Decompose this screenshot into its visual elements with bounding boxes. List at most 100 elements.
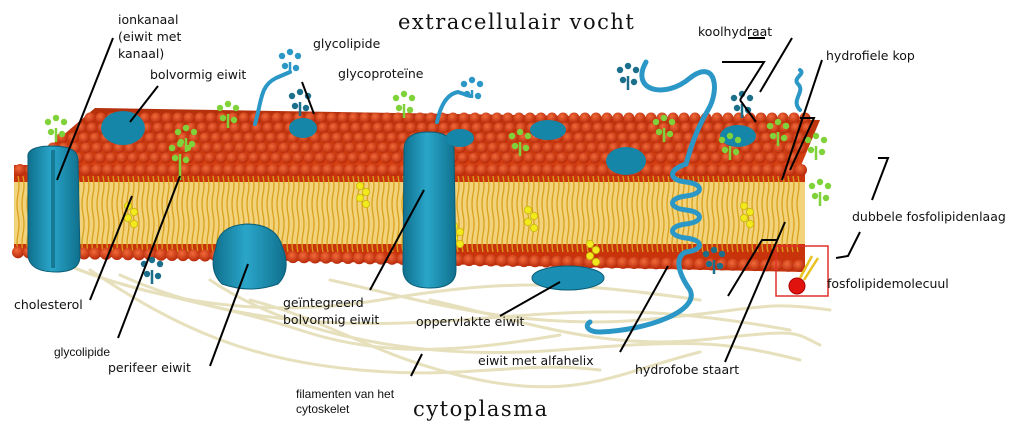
label-globular-protein: bolvormig eiwit <box>150 67 246 82</box>
sugar-unit <box>287 49 293 55</box>
lipid-head <box>256 164 268 176</box>
lipid-head <box>173 113 184 124</box>
sugar-unit <box>191 129 197 135</box>
label-glycolipid-top: glycolipide <box>313 36 381 51</box>
lipid-head <box>635 113 646 124</box>
lipid-head <box>494 123 505 134</box>
lipid-head <box>749 259 761 271</box>
sugar-unit <box>231 117 237 123</box>
lipid-head <box>348 153 359 164</box>
lipid-head <box>177 249 189 261</box>
lipid-head <box>529 255 541 267</box>
lipid-head <box>315 153 326 164</box>
lipid-head <box>366 164 378 176</box>
lipid-head <box>683 258 695 270</box>
lipid-head <box>194 153 205 164</box>
lipid-head <box>111 248 123 260</box>
lipid-head <box>640 133 651 144</box>
surface-protein-top <box>446 129 474 147</box>
lipid-head <box>656 153 667 164</box>
lipid-head <box>304 153 315 164</box>
lipid-head <box>79 133 90 144</box>
lipid-head <box>322 164 334 176</box>
lipid-head <box>480 153 491 164</box>
sugar-unit <box>631 79 637 85</box>
sugar-unit <box>183 125 189 131</box>
sugar-unit <box>711 247 717 253</box>
lipid-head <box>679 113 690 124</box>
lipid-head <box>525 113 536 124</box>
lipid-head <box>268 143 279 154</box>
sugar-unit <box>155 273 161 279</box>
sugar-unit <box>617 67 623 73</box>
label-filaments-2: cytoskelet <box>296 402 350 416</box>
lipid-head <box>565 143 576 154</box>
lipid-head <box>469 153 480 164</box>
sugar-unit <box>706 261 712 267</box>
sugar-unit <box>669 119 675 125</box>
lipid-head <box>223 164 235 176</box>
surface-protein <box>532 266 604 290</box>
sugar-unit <box>767 123 773 129</box>
lipid-head <box>161 153 172 164</box>
lipid-head <box>513 153 524 164</box>
lipid-head <box>454 164 466 176</box>
lipid-head <box>459 113 470 124</box>
sugar-unit <box>719 137 725 143</box>
lipid-head <box>92 143 103 154</box>
lipid-head <box>463 254 475 266</box>
lipid-head <box>697 143 708 154</box>
lipid-head <box>338 113 349 124</box>
lipid-head <box>740 164 752 176</box>
sugar-unit <box>220 115 226 121</box>
lipid-head <box>505 123 516 134</box>
sugar-unit <box>293 65 299 71</box>
lipid-head <box>202 143 213 154</box>
lipid-head <box>711 153 722 164</box>
lipid-head <box>277 133 288 144</box>
lipid-head <box>103 143 114 154</box>
lipid-head <box>554 143 565 154</box>
lipid-head <box>158 143 169 154</box>
sugar-unit <box>809 183 815 189</box>
lipid-head <box>593 123 604 134</box>
lipid-head <box>531 164 543 176</box>
lipid-head <box>212 164 224 176</box>
label-peripheral-protein: perifeer eiwit <box>108 360 191 375</box>
lipid-head <box>546 153 557 164</box>
sugar-unit <box>45 119 51 125</box>
glycolipid-chain <box>796 70 801 110</box>
label-glycolipid-bottom: glycolipide <box>54 345 110 359</box>
lipid-head <box>388 164 400 176</box>
lipid-head <box>168 164 180 176</box>
label-ion-channel-3: kanaal) <box>118 46 164 61</box>
lipid-head <box>481 113 492 124</box>
sugar-unit <box>409 95 415 101</box>
sugar-unit <box>719 251 725 257</box>
lipid-head <box>222 133 233 144</box>
sugar-unit <box>175 129 181 135</box>
lipid-head <box>205 153 216 164</box>
cholesterol-ring <box>746 220 753 227</box>
sugar-unit <box>401 91 407 97</box>
sugar-unit <box>509 133 515 139</box>
lipid-head <box>509 164 521 176</box>
lipid-head <box>448 113 459 124</box>
lipid-head <box>576 143 587 154</box>
sugar-unit <box>475 93 481 99</box>
lipid-head <box>216 153 227 164</box>
lipid-head <box>329 123 340 134</box>
lipid-head <box>602 113 613 124</box>
sugar-unit <box>625 63 631 69</box>
lipid-head <box>607 133 618 144</box>
lipid-head <box>496 255 508 267</box>
lipid-head <box>514 113 525 124</box>
lipid-head <box>752 143 763 154</box>
lipid-head <box>318 123 329 134</box>
globular-protein <box>101 111 145 145</box>
lipid-head <box>502 153 513 164</box>
lipid-head <box>606 257 618 269</box>
lipid-head <box>133 248 145 260</box>
lipid-head <box>340 123 351 134</box>
lipid-head <box>80 164 92 176</box>
